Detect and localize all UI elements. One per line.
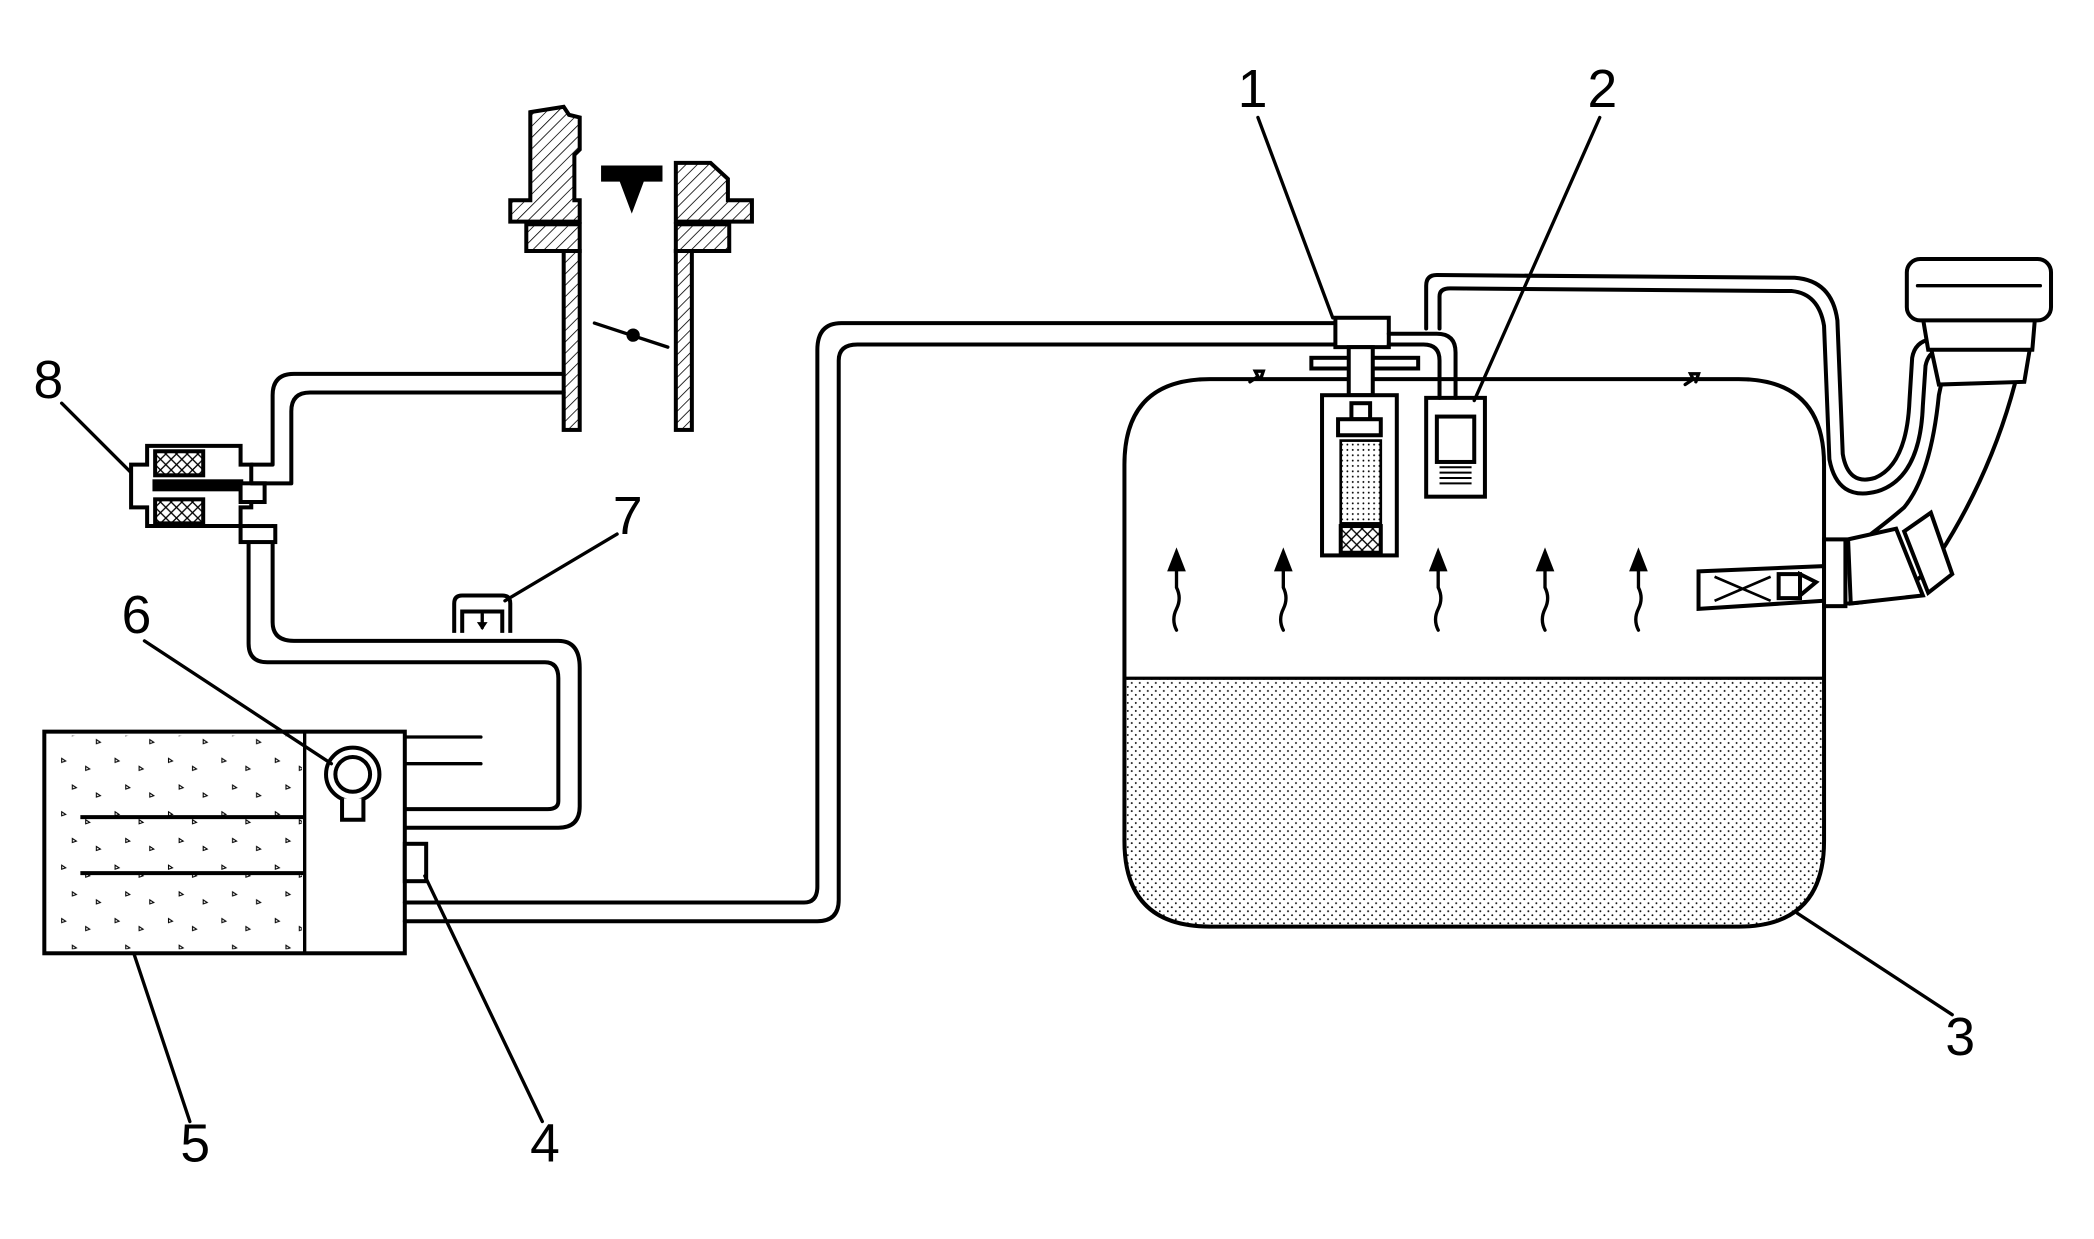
service-port <box>452 593 513 633</box>
airflow-arrow-icon <box>601 165 663 214</box>
vapor-flow-icon <box>1248 369 1266 384</box>
throttle-shaft-icon <box>626 328 640 342</box>
vapor-arrows <box>1167 547 1648 632</box>
canister-purge-port <box>324 745 382 822</box>
callout-5: 5 <box>180 1115 210 1174</box>
vapor-arrow-icon <box>1273 547 1293 632</box>
fuel-cap <box>1904 257 2054 323</box>
vapor-flow-icon <box>1683 372 1701 387</box>
vapor-line-to-tank <box>402 321 1338 924</box>
leader-lines <box>60 115 1954 1124</box>
callout-6: 6 <box>122 586 152 645</box>
fuel-tank <box>1122 377 1827 929</box>
callout-3: 3 <box>1945 1008 1975 1067</box>
vapor-arrow-icon <box>1629 547 1648 632</box>
purge-line-to-throttle <box>249 371 566 486</box>
vapor-arrow-icon <box>1535 547 1555 632</box>
service-port-arrow-icon <box>476 622 488 631</box>
callout-1: 1 <box>1238 60 1268 119</box>
vent-valve <box>402 841 429 884</box>
purge-line-to-canister <box>238 524 582 830</box>
rollover-valve <box>1309 315 1421 558</box>
callout-4: 4 <box>530 1115 560 1174</box>
callout-2: 2 <box>1588 60 1618 119</box>
tank-pressure-sensor <box>1386 331 1487 499</box>
callout-7: 7 <box>613 487 643 546</box>
filler-vent-line <box>1424 273 1941 496</box>
filler-neck <box>1822 257 2054 606</box>
fill-limiter-vent <box>1696 537 1848 611</box>
purge-solenoid <box>129 443 267 529</box>
throttle-body <box>508 104 754 432</box>
vapor-arrow-icon <box>1428 547 1448 632</box>
callout-8: 8 <box>33 351 63 410</box>
vapor-arrow-icon <box>1167 547 1186 632</box>
